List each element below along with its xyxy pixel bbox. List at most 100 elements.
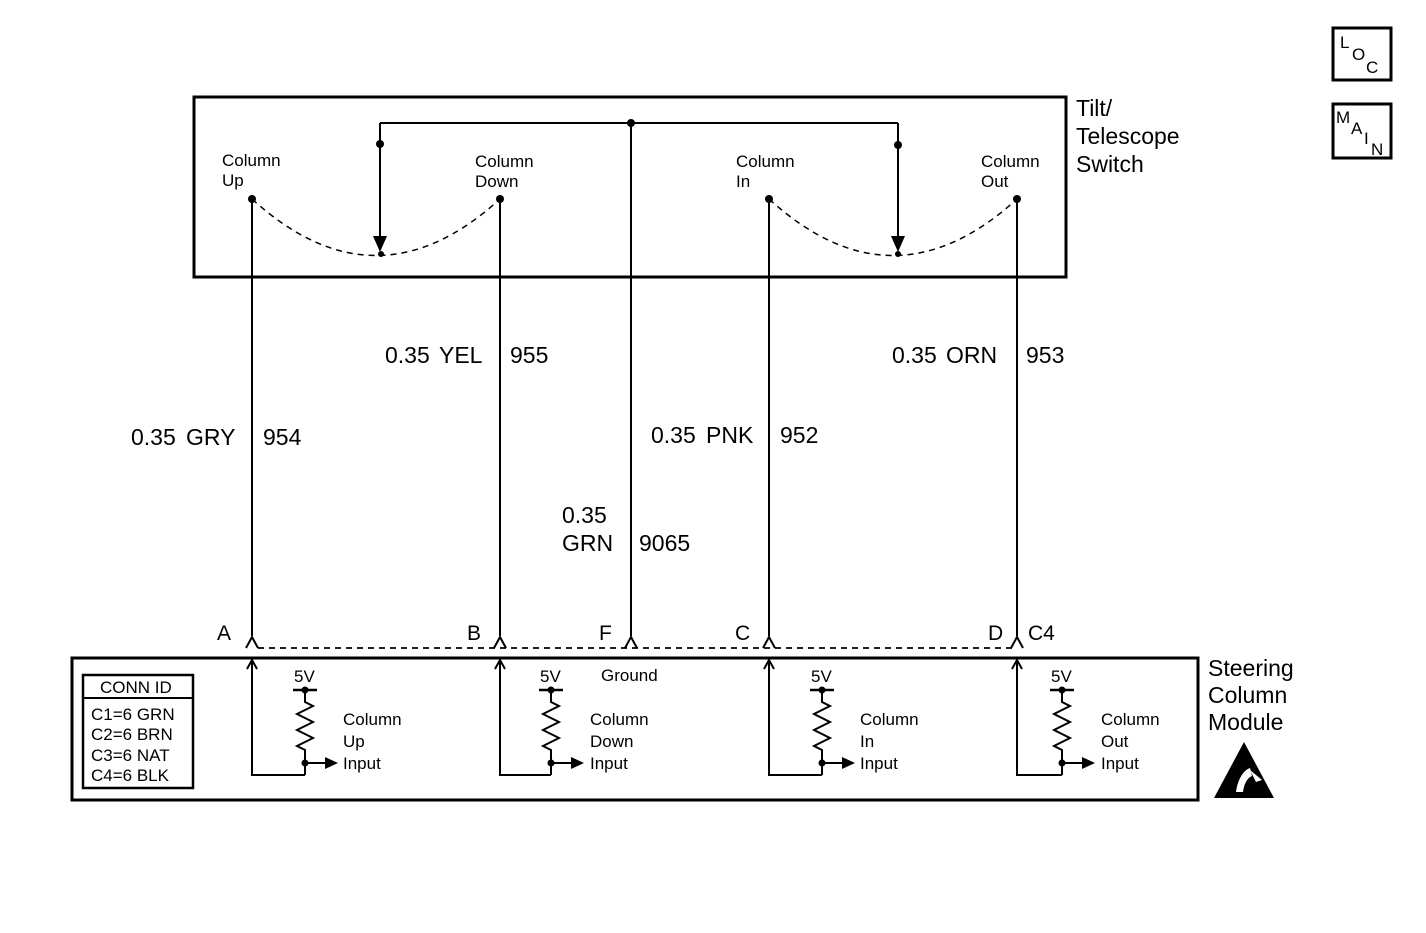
supply-label: 5V [811,667,832,686]
arrow-up-icon [246,657,258,670]
conn-id-header: CONN ID [100,678,172,697]
pullup-resistor-icon [811,690,833,775]
pin-label: F [599,622,612,645]
main-letter: I [1364,129,1369,148]
input-label: Column [860,710,919,729]
wire-label-952: 0.35 PNK 952 [651,422,818,448]
module-title-line: Module [1208,709,1283,735]
contact-label: Column [475,152,534,171]
wiper-travel-arc [768,198,1018,257]
input-label: Up [343,732,365,751]
wire-size: 0.35 [562,502,607,528]
main-letter: A [1351,119,1363,138]
input-label: Column [590,710,649,729]
module-title-line: Steering [1208,655,1294,681]
module-box [70,656,1200,802]
wiper-travel-arc [251,198,501,257]
supply-label: 5V [1051,667,1072,686]
wire-label-954: 0.35 GRY 954 [131,424,302,450]
arrow-right-icon [325,757,338,769]
pullup-resistor-icon [1051,690,1073,775]
contact-label: In [736,172,750,191]
wire-circuit: 953 [1026,342,1064,368]
pullup-resistor-icon [540,690,562,775]
junction-dot [1058,759,1066,767]
pin-label: D [988,622,1003,645]
module-title-line: Column [1208,682,1287,708]
input-wire [251,660,305,776]
pin-label: A [217,622,231,645]
junction-dot [301,759,309,767]
junction-dot [818,759,826,767]
input-label: Out [1101,732,1129,751]
contact-label: Out [981,172,1009,191]
wire-circuit: 952 [780,422,818,448]
supply-label: 5V [540,667,561,686]
input-label: Input [343,754,381,773]
contact-label: Column [981,152,1040,171]
connector-pin-icon [1010,634,1024,649]
wire-label-955: 0.35 YEL 955 [385,342,548,368]
contact-label: Column [222,151,281,170]
wire-circuit: 954 [263,424,302,450]
loc-button[interactable]: L O C [1331,26,1393,82]
input-label: Column [1101,710,1160,729]
wire-label-9065: 0.35 GRN 9065 [562,502,690,556]
input-label: Down [590,732,633,751]
arrow-right-icon [842,757,855,769]
loc-letter: O [1352,45,1365,64]
connector-pin-icon [493,634,507,649]
esd-warning-icon [1214,742,1274,798]
connector-c4: A B F C D C4 [217,622,1055,649]
wire-color: YEL [439,342,483,368]
input-label: Column [343,710,402,729]
main-button[interactable]: M A I N [1331,102,1393,160]
junction-dot [547,759,555,767]
wire-color: ORN [946,342,997,368]
junction-dot [894,141,902,149]
connector-pin-icon [245,634,259,649]
arrow-up-icon [494,657,506,670]
loc-letter: C [1366,58,1378,77]
pin-label: C [735,622,750,645]
wire-size: 0.35 [385,342,430,368]
switch-title-line: Tilt/ [1076,95,1113,121]
main-letter: M [1336,108,1350,127]
conn-id-table: CONN ID C1=6 GRN C2=6 BRN C3=6 NAT C4=6 … [81,673,195,790]
conn-id-row: C1=6 GRN [91,705,175,724]
connector-pin-icon [762,634,776,649]
input-wire [768,660,822,776]
wire-size: 0.35 [131,424,176,450]
input-wire [499,660,551,776]
connector-pin-icon [624,634,638,649]
pullup-resistor-icon [294,690,316,775]
junction-dot [376,140,384,148]
input-wire [1016,660,1062,776]
wires [251,123,1018,636]
contact-label: Column [736,152,795,171]
supply-label: 5V [294,667,315,686]
steering-column-module: Steering Column Module CONN ID C1=6 GRN … [70,655,1294,802]
connector-id-label: C4 [1028,622,1055,645]
wire-size: 0.35 [651,422,696,448]
wire-color: GRN [562,530,613,556]
ground-label: Ground [601,666,658,685]
wire-size: 0.35 [892,342,937,368]
input-circuits: 5VColumnUpInput5VColumnDownInput5VColumn… [246,657,1160,776]
wire-label-953: 0.35 ORN 953 [892,342,1064,368]
arrow-up-icon [763,657,775,670]
main-letter: N [1371,140,1383,159]
wiper-arrow-icon [891,236,905,252]
switch-title-line: Switch [1076,151,1144,177]
loc-letter: L [1340,33,1349,52]
conn-id-row: C4=6 BLK [91,766,170,785]
wire-circuit: 9065 [639,530,690,556]
wire-color: PNK [706,422,754,448]
arrow-up-icon [1011,657,1023,670]
switch-title-line: Telescope [1076,123,1180,149]
